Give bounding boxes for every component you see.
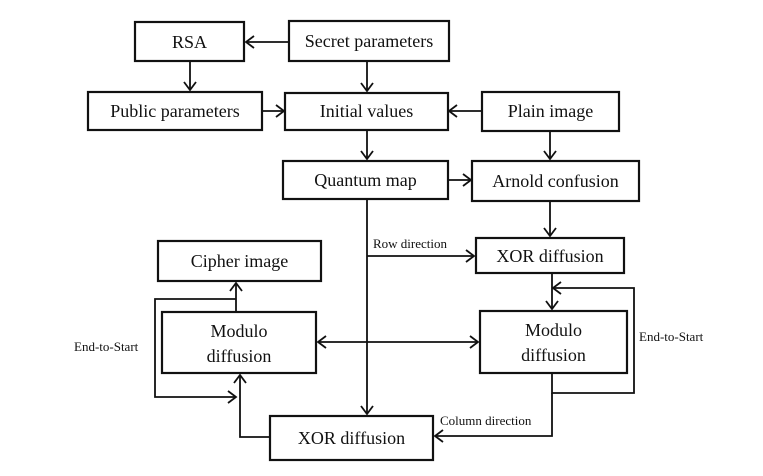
edge-quantum-trunk xyxy=(360,200,374,416)
edge-plain-to-arnold xyxy=(543,132,557,161)
node-quantum-label: Quantum map xyxy=(314,170,416,190)
node-arnold-confusion: Arnold confusion xyxy=(470,159,641,203)
edge-left-end-to-start-loop xyxy=(154,298,238,404)
edge-secret-to-initial xyxy=(360,62,374,93)
edge-secret-to-rsa xyxy=(244,35,289,49)
edge-modulo-left-to-cipher xyxy=(229,281,243,312)
edge-quantum-to-arnold xyxy=(449,173,473,187)
edge-label-column-direction: Column direction xyxy=(440,413,532,428)
edge-right-end-to-start-loop xyxy=(551,281,635,394)
edge-initial-to-quantum xyxy=(360,131,374,161)
edge-plain-to-initial xyxy=(447,104,482,118)
node-xor-row-label: XOR diffusion xyxy=(496,246,603,266)
node-secret-parameters: Secret parameters xyxy=(287,19,451,63)
edges xyxy=(154,35,635,443)
node-secret-label: Secret parameters xyxy=(305,31,433,51)
node-cipher-image: Cipher image xyxy=(156,239,323,283)
edge-label-row-direction: Row direction xyxy=(373,236,448,251)
node-cipher-label: Cipher image xyxy=(191,251,288,271)
node-modulo-diffusion-right: Modulo diffusion xyxy=(478,309,629,375)
node-xor-diffusion-row: XOR diffusion xyxy=(474,236,626,275)
node-xor-diffusion-column: XOR diffusion xyxy=(268,414,435,462)
edge-public-to-initial xyxy=(263,104,286,118)
edge-rsa-to-public xyxy=(183,62,197,92)
node-initial-label: Initial values xyxy=(320,101,413,121)
node-plain-label: Plain image xyxy=(508,101,593,121)
edge-label-end-to-start-right: End-to-Start xyxy=(639,329,704,344)
edge-arnold-to-xor-row xyxy=(543,202,557,238)
node-arnold-label: Arnold confusion xyxy=(492,171,618,191)
node-quantum-map: Quantum map xyxy=(281,159,450,201)
node-initial-values: Initial values xyxy=(283,91,450,132)
node-modulo-diffusion-left: Modulo diffusion xyxy=(160,310,318,375)
node-rsa-label: RSA xyxy=(172,32,207,52)
edge-row-direction xyxy=(367,249,476,263)
node-modulo-right-line2: diffusion xyxy=(521,345,586,365)
edge-xor-row-to-modulo-right xyxy=(545,274,559,311)
node-rsa: RSA xyxy=(133,20,246,63)
node-modulo-right-line1: Modulo xyxy=(525,320,582,340)
node-xor-col-label: XOR diffusion xyxy=(298,428,405,448)
edge-xor-col-to-modulo-left xyxy=(233,373,270,438)
node-modulo-left-line1: Modulo xyxy=(210,321,267,341)
edge-label-end-to-start-left: End-to-Start xyxy=(74,339,139,354)
node-modulo-left-line2: diffusion xyxy=(207,346,272,366)
edge-column-direction xyxy=(433,393,553,443)
node-public-parameters: Public parameters xyxy=(86,90,264,132)
node-plain-image: Plain image xyxy=(480,90,621,133)
node-public-label: Public parameters xyxy=(110,101,239,121)
edge-modulo-bidirectional xyxy=(316,335,480,349)
